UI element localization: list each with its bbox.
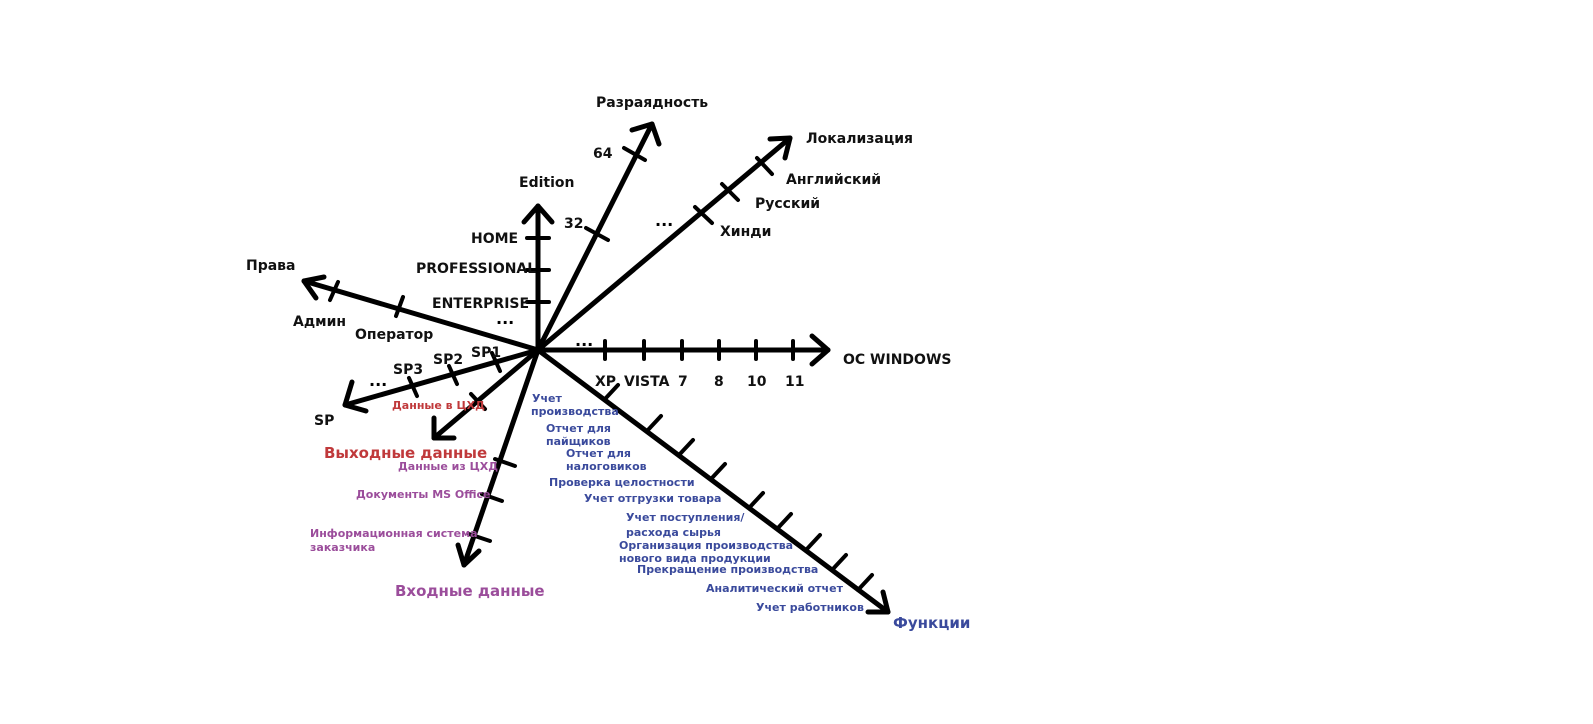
edition-title: Edition [519,175,574,191]
razryadnost-title: Разраядность [596,95,708,111]
functions-label-shareholders-1: Отчет для [546,422,611,435]
functions-label-materials-1: Учет поступления/ [626,511,745,524]
sp-ellipsis: ... [369,371,387,390]
localization-ellipsis: ... [655,211,673,230]
edition-label-professional: PROFESSIONAL [416,261,536,277]
razryadnost-axis [535,121,662,353]
os-label-vista: VISTA [624,374,670,390]
input-axis [455,347,541,568]
input-label-data-from-dwh: Данные из ЦХД [398,460,498,473]
sp-axis [342,347,541,414]
localization-axis [535,135,793,353]
edition-ellipsis: ... [496,309,514,328]
sp-label-sp3: SP3 [393,362,423,378]
prava-axis [301,274,541,353]
os-label-10: 10 [747,374,767,390]
functions-label-employees: Учет работников [756,601,864,614]
functions-label-integrity: Проверка целостности [549,476,695,489]
input-label-ms-office: Документы MS Office [356,488,491,501]
functions-label-tax-2: налоговиков [566,460,647,473]
output-label-data-to-dwh: Данные в ЦХД [392,399,485,412]
tick-64 [622,146,647,162]
os-label-11: 11 [785,374,804,390]
functions-label-materials-2: расхода сырья [626,526,721,539]
functions-label-shipment: Учет отгрузки товара [584,492,721,505]
localization-label-hindi: Хинди [720,224,771,240]
prava-title: Права [246,258,296,274]
functions-title: Функции [893,614,970,632]
functions-label-analytics: Аналитический отчет [706,582,844,595]
sp-label-sp1: SP1 [471,345,501,361]
os-ellipsis: ... [575,331,593,350]
functions-label-new-product-1: Организация производства [619,539,793,552]
os-label-8: 8 [714,374,724,390]
output-title: Выходные данные [324,444,487,462]
os-title: ОС WINDOWS [843,352,951,368]
input-label-customer-system: Информационная система [310,527,478,540]
functions-label-production-2: производства [531,405,619,418]
tick-32 [584,226,610,242]
os-label-xp: XP [595,374,616,390]
sp-title: SP [314,413,334,429]
output-axis [431,347,541,441]
sp-label-sp2: SP2 [433,352,463,368]
functions-label-stop-production: Прекращение производства [637,563,818,576]
localization-title: Локализация [806,131,913,147]
edition-label-enterprise: ENTERPRISE [432,296,529,312]
input-label-customer-system-2: заказчика [310,541,375,554]
localization-label-english: Английский [786,172,881,188]
razryadnost-label-32: 32 [564,216,583,232]
prava-label-admin: Админ [293,314,346,330]
os-label-7: 7 [678,374,688,390]
origin-point [534,346,542,354]
input-title: Входные данные [395,582,545,600]
edition-label-home: HOME [471,231,518,247]
os-axis [535,333,831,367]
prava-label-operator: Оператор [355,327,433,343]
functions-axis [535,347,891,615]
edition-axis [521,203,555,353]
functions-label-new-product-2: нового вида продукции [619,552,771,565]
functions-label-production-1: Учет [532,392,562,405]
localization-label-russian: Русский [755,196,820,212]
functions-label-shareholders-2: пайщиков [546,435,611,448]
razryadnost-label-64: 64 [593,146,613,162]
functions-label-tax-1: Отчет для [566,447,631,460]
